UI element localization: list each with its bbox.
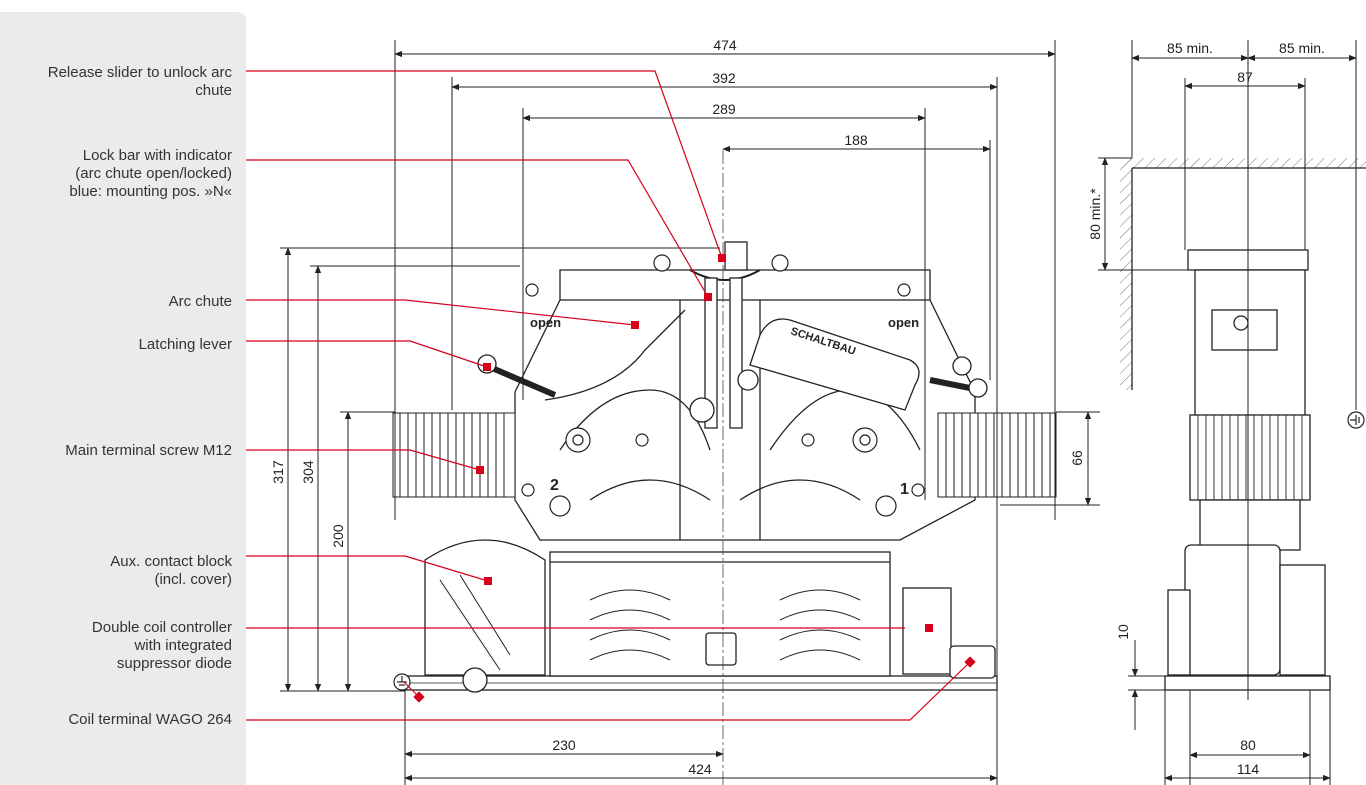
dim-304: 304	[300, 460, 316, 484]
dim-85-right: 85 min.	[1279, 40, 1325, 56]
ground-icon	[393, 673, 411, 691]
front-view	[392, 241, 1057, 693]
callout-latching-lever: Latching lever	[138, 336, 232, 353]
dim-80-min: 80 min.*	[1087, 188, 1103, 240]
dim-114: 114	[1237, 761, 1260, 777]
callout-main-terminal: Main terminal screw M12	[65, 442, 232, 459]
dim-10: 10	[1115, 624, 1131, 640]
dim-317: 317	[270, 460, 286, 484]
left-terminal-fins	[392, 412, 516, 498]
dim-80: 80	[1240, 737, 1256, 753]
dim-66: 66	[1069, 450, 1085, 466]
callout-coil-terminal: Coil terminal WAGO 264	[68, 711, 232, 728]
dim-85-left: 85 min.	[1167, 40, 1213, 56]
dim-200: 200	[330, 524, 346, 548]
dim-230: 230	[552, 737, 576, 753]
dim-424: 424	[688, 761, 712, 777]
dim-474: 474	[713, 37, 737, 53]
dim-87: 87	[1237, 69, 1253, 85]
callout-arc-chute: Arc chute	[168, 293, 232, 310]
side-view	[1131, 167, 1366, 691]
dim-289: 289	[712, 101, 736, 117]
callout-sidebar	[0, 12, 246, 785]
ground-icon	[1347, 411, 1365, 429]
open-label-right: open	[888, 315, 919, 330]
dim-392: 392	[712, 70, 736, 86]
side-dimensions	[1098, 40, 1357, 785]
callout-aux-contact: Aux. contact block(incl. cover)	[110, 553, 232, 588]
terminal-1-label: 1	[900, 481, 909, 498]
callout-markers	[413, 254, 976, 703]
dim-188: 188	[844, 132, 868, 148]
front-dimensions	[280, 40, 1100, 785]
open-label-left: open	[530, 315, 561, 330]
callout-leaders	[246, 70, 971, 721]
callout-lock-bar: Lock bar with indicator(arc chute open/l…	[69, 147, 232, 200]
terminal-2-label: 2	[550, 477, 559, 494]
